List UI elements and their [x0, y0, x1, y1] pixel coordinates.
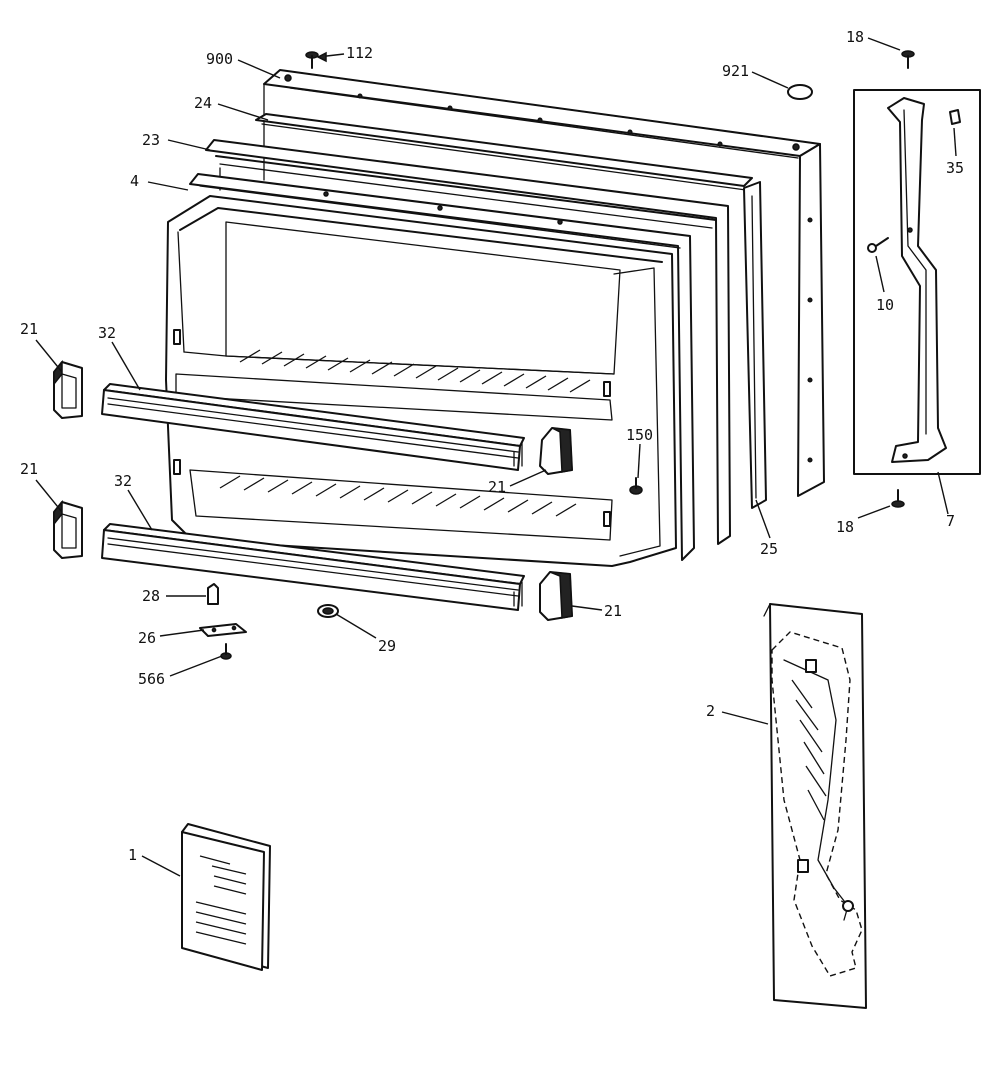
screw-18-top: [901, 50, 915, 69]
screw-566: [220, 643, 232, 660]
end-cap-upper-left: [53, 359, 83, 419]
end-cap-upper-right: [539, 427, 573, 475]
callout-18-bottom: 18: [836, 518, 854, 536]
door-insulation-panel-2: [763, 603, 867, 1009]
leader-lines: [35, 37, 957, 877]
top-trim: [255, 113, 753, 191]
door-gasket: [205, 139, 731, 545]
upper-door-bar: [101, 383, 525, 471]
callout-900: 900: [206, 50, 233, 68]
hinge-pin-28: [207, 583, 219, 605]
callout-1: 1: [128, 846, 137, 864]
plug-button-921: [787, 84, 813, 100]
door-handle-box: [853, 89, 981, 475]
hinge-bushing-29: [317, 604, 339, 618]
callout-4: 4: [130, 172, 139, 190]
door-liner-trim: [743, 181, 767, 509]
screw-150: [629, 477, 643, 495]
callout-7: 7: [946, 512, 955, 530]
callout-labels: 900 112 24 23 4 921 18 35 10 7 18 21 32 …: [20, 28, 964, 864]
handle-end-cap-35: [949, 109, 961, 125]
inner-door-liner: [165, 173, 695, 567]
callout-21-lower-left: 21: [20, 460, 38, 478]
end-cap-lower-right: [539, 571, 573, 621]
callout-150: 150: [626, 426, 653, 444]
end-cap-lower-left: [53, 499, 83, 559]
hinge-plate-26: [199, 623, 247, 637]
callout-21-upper-left: 21: [20, 320, 38, 338]
callout-35: 35: [946, 159, 964, 177]
owner-manual-booklet-1: [181, 823, 271, 971]
callout-112: 112: [346, 44, 373, 62]
callout-10: 10: [876, 296, 894, 314]
callout-28: 28: [142, 587, 160, 605]
callout-566: 566: [138, 670, 165, 688]
screw-18-bottom: [891, 489, 905, 508]
callout-26: 26: [138, 629, 156, 647]
callout-2: 2: [706, 702, 715, 720]
callout-32-lower: 32: [114, 472, 132, 490]
screw-10: [867, 237, 889, 253]
upper-shelf-ribs: [239, 349, 591, 393]
lower-shelf-ribs: [219, 475, 577, 517]
callout-24: 24: [194, 94, 212, 112]
callout-921: 921: [722, 62, 749, 80]
screw-112: [305, 51, 319, 69]
callout-21-lower-right: 21: [604, 602, 622, 620]
callout-29: 29: [378, 637, 396, 655]
callout-25: 25: [760, 540, 778, 558]
callout-23: 23: [142, 131, 160, 149]
callout-18-top: 18: [846, 28, 864, 46]
outer-door-panel: [263, 69, 825, 497]
callout-21-upper-right: 21: [488, 478, 506, 496]
lower-door-bar: [101, 523, 525, 611]
callout-32-upper: 32: [98, 324, 116, 342]
